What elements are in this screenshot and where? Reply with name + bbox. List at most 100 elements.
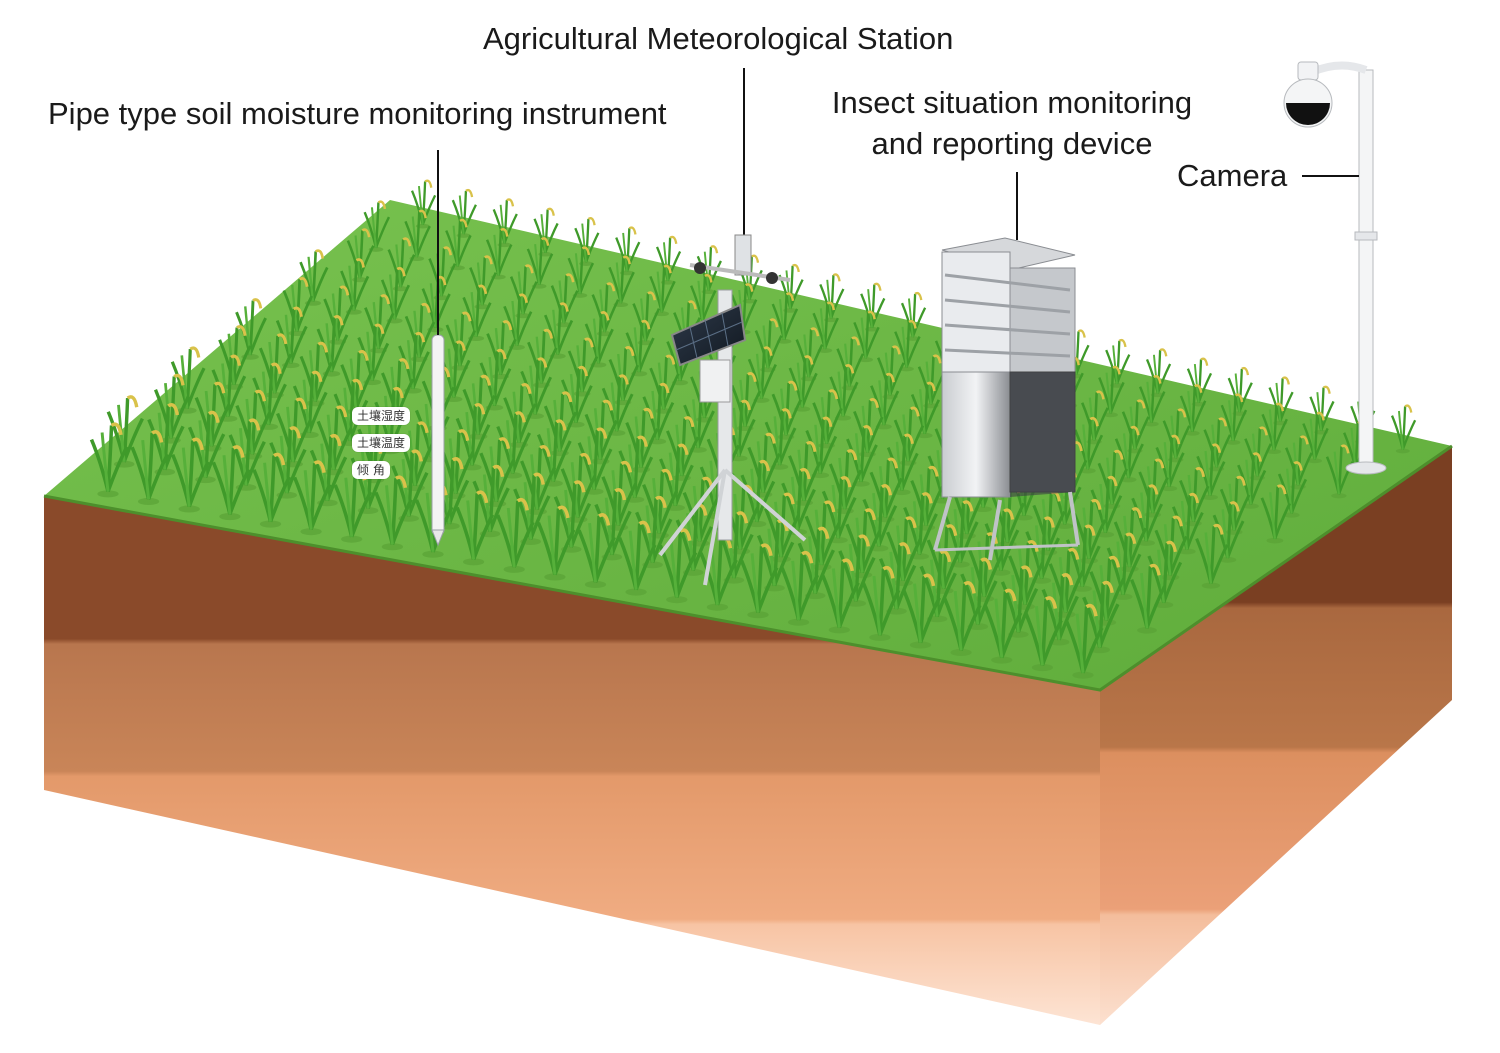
rice-plant xyxy=(1106,532,1142,600)
rice-plant xyxy=(1041,573,1079,646)
rice-plant xyxy=(1147,540,1183,608)
rice-plant xyxy=(292,460,332,536)
rice-plant xyxy=(635,495,673,569)
rice-plant xyxy=(805,416,838,479)
rice-plant xyxy=(333,467,373,543)
insect-monitoring-label-line2: and reporting device xyxy=(871,126,1153,161)
rice-plant xyxy=(252,452,291,528)
rice-plant xyxy=(1179,384,1207,436)
rice-plant xyxy=(655,235,682,285)
rice-plant xyxy=(1138,375,1166,427)
rice-plant xyxy=(594,488,632,561)
probe-tag-soil-temperature: 土壤温度 xyxy=(352,434,411,452)
rice-plant xyxy=(171,437,210,513)
soil-moisture-probe xyxy=(431,150,445,547)
rice-plant xyxy=(829,364,859,421)
rice-plant xyxy=(778,263,804,313)
rice-plant xyxy=(1268,376,1294,426)
rice-plant xyxy=(740,459,776,528)
rice-plant xyxy=(781,467,816,536)
rice-plant xyxy=(900,291,927,341)
rice-plant xyxy=(1048,547,1085,618)
rice-plant xyxy=(649,264,676,317)
rice-plant xyxy=(1261,402,1288,455)
rice-plant xyxy=(861,566,901,641)
soil-front-face xyxy=(44,496,1100,1025)
rice-plant xyxy=(797,526,835,600)
rice-plant xyxy=(455,490,495,566)
rice-plant xyxy=(387,237,416,292)
insect-trap xyxy=(933,172,1080,561)
rice-plant xyxy=(902,573,941,649)
rice-plant xyxy=(536,419,572,487)
rice-plant xyxy=(1220,393,1248,445)
rice-plant xyxy=(211,445,251,521)
rice-plant xyxy=(1090,475,1123,538)
rice-plant xyxy=(89,422,129,498)
rice-plant xyxy=(617,520,657,596)
rice-plant xyxy=(1237,452,1267,509)
rice-plant xyxy=(364,294,395,354)
rice-plant xyxy=(536,505,576,581)
rice-plant xyxy=(1390,404,1417,454)
rice-plant xyxy=(1024,596,1063,672)
rice-plant xyxy=(1212,501,1245,563)
rice-plant xyxy=(526,237,554,289)
camera-label: Camera xyxy=(1177,158,1288,193)
rice-plant xyxy=(632,291,661,346)
rice-plant xyxy=(771,292,799,344)
rice-plant xyxy=(544,302,574,359)
rice-plant xyxy=(1195,523,1229,589)
rice-plant xyxy=(1227,366,1253,416)
rice-plant xyxy=(821,476,857,544)
rice-plant xyxy=(821,558,860,634)
rice-plant xyxy=(1260,484,1292,544)
rice-plant xyxy=(513,472,551,545)
rice-plant xyxy=(919,549,957,623)
rice-plant xyxy=(282,277,314,337)
rice-plant xyxy=(363,200,391,252)
rice-plant xyxy=(1131,484,1164,546)
rice-plant xyxy=(983,588,1023,664)
rice-plant xyxy=(1196,443,1226,500)
rice-plant xyxy=(1171,492,1204,555)
rice-plant xyxy=(1064,603,1104,679)
soil-side-face xyxy=(1100,446,1452,1025)
rice-plant xyxy=(591,282,620,337)
soil-moisture-instrument-label: Pipe type soil moisture monitoring instr… xyxy=(48,96,667,131)
rice-plant xyxy=(496,411,531,479)
rice-plant xyxy=(862,484,898,552)
probe-tag-soil-humidity: 土壤湿度 xyxy=(352,407,411,425)
rice-plant xyxy=(1277,461,1308,518)
rice-plant xyxy=(374,475,413,551)
rice-plant xyxy=(1114,425,1144,483)
rice-plant xyxy=(346,228,375,283)
rice-plant xyxy=(1186,357,1213,407)
rice-plant xyxy=(1309,385,1335,435)
rice-plant xyxy=(492,198,518,248)
rice-plant xyxy=(1105,338,1131,388)
rice-plant xyxy=(860,282,886,332)
rice-plant xyxy=(577,427,613,495)
probe-tag-tilt: 倾 角 xyxy=(352,461,390,479)
rice-plant xyxy=(1130,563,1167,634)
rice-plant xyxy=(608,255,635,308)
rice-plant xyxy=(659,443,694,511)
agricultural-meteorological-station-label: Agricultural Meteorological Station xyxy=(483,21,954,56)
rice-plant xyxy=(584,311,614,368)
insect-monitoring-label-line1: Insect situation monitoring xyxy=(831,85,1193,120)
rice-plant xyxy=(509,264,538,319)
camera-pole xyxy=(1283,61,1387,475)
rice-plant xyxy=(1098,365,1125,418)
rice-plant xyxy=(574,217,600,266)
rice-plant xyxy=(462,284,492,342)
rice-plant xyxy=(878,542,917,615)
rice-plant xyxy=(472,464,510,538)
rice-plant xyxy=(496,498,535,573)
rice-plant xyxy=(780,550,820,626)
rice-plant xyxy=(1145,348,1172,398)
rice-plant xyxy=(577,513,616,588)
rice-plant xyxy=(894,319,921,372)
weather-station xyxy=(658,68,807,586)
